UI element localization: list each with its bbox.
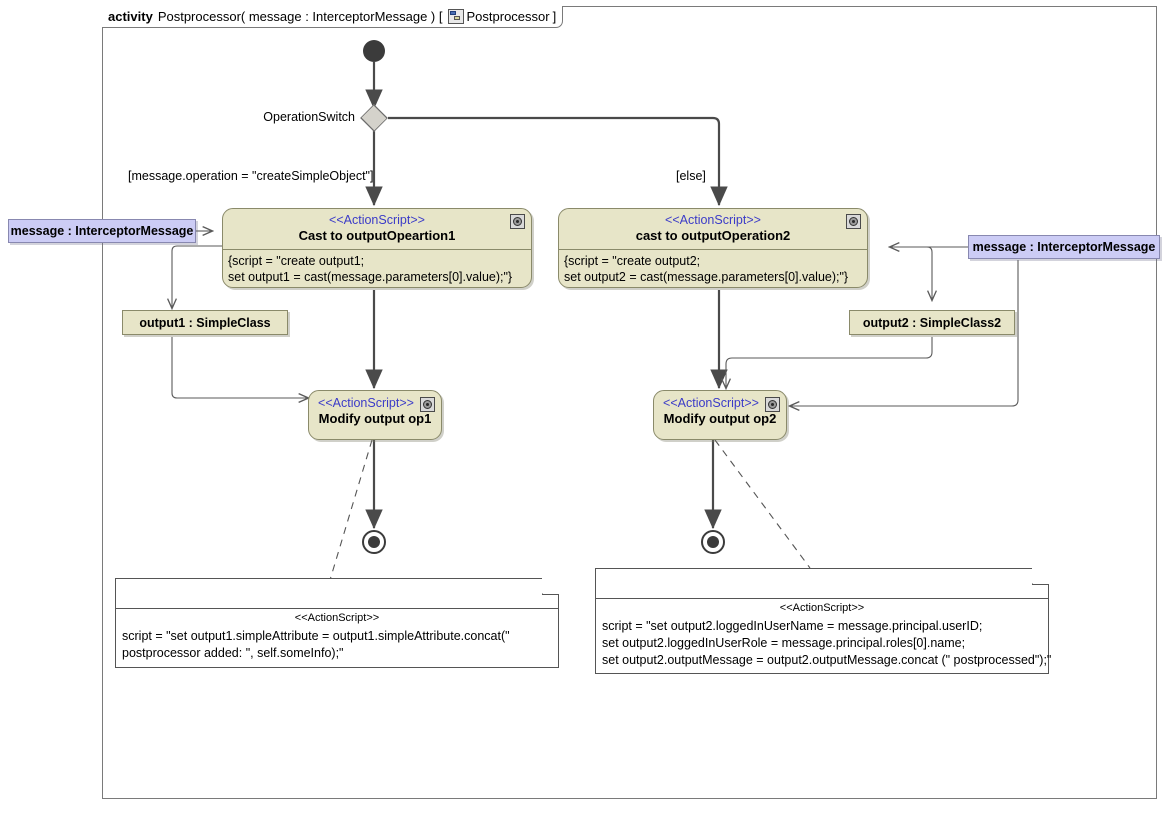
action-name: Modify output op2 (663, 411, 777, 426)
activity-frame-header: activity Postprocessor( message : Interc… (102, 6, 564, 28)
action-script-icon (765, 397, 780, 412)
note-stereotype: <<ActionScript>> (294, 612, 380, 624)
object-node-output2[interactable]: output2 : SimpleClass2 (849, 310, 1015, 335)
action-body-script: {script = "create output1; set output1 =… (223, 249, 531, 287)
guard-right: [else] (676, 169, 706, 183)
action-body-script: {script = "create output2; set output2 =… (559, 249, 867, 287)
action-script-icon (420, 397, 435, 412)
object-node-message-right[interactable]: message : InterceptorMessage (968, 235, 1160, 259)
activity-diagram-name: Postprocessor (466, 9, 550, 24)
class-diagram-icon (447, 9, 464, 24)
action-name: Cast to outputOpeartion1 (298, 228, 456, 243)
activity-close-bracket: ] (552, 9, 557, 24)
note-divider (596, 598, 1048, 599)
action-stereotype: <<ActionScript>> (663, 396, 759, 410)
note-top-spacer (116, 579, 558, 608)
action-stereotype: <<ActionScript>> (318, 396, 414, 410)
decision-node[interactable] (360, 104, 388, 132)
note-stereotype: <<ActionScript>> (779, 602, 865, 614)
activity-final-node-right[interactable] (701, 530, 725, 554)
object-node-message-left[interactable]: message : InterceptorMessage (8, 219, 196, 243)
note-fold-icon (542, 577, 559, 595)
activity-final-node-left[interactable] (362, 530, 386, 554)
action-name: cast to outputOperation2 (635, 228, 791, 243)
note-divider (116, 608, 558, 609)
note-fold-icon (1032, 567, 1049, 585)
object-node-output1[interactable]: output1 : SimpleClass (122, 310, 288, 335)
action-cast-to-output-operation1[interactable]: <<ActionScript>> Cast to outputOpeartion… (222, 208, 532, 288)
note-text: script = "set output1.simpleAttribute = … (122, 629, 510, 660)
guard-left: [message.operation = "createSimpleObject… (128, 169, 374, 183)
action-script-icon (510, 214, 525, 229)
activity-frame (102, 6, 1157, 799)
action-name: Modify output op1 (318, 411, 432, 426)
note-top-spacer (596, 569, 1048, 598)
action-script-icon (846, 214, 861, 229)
note-actionscript-op1[interactable]: <<ActionScript>> script = "set output1.s… (115, 577, 559, 668)
action-stereotype: <<ActionScript>> (665, 213, 761, 227)
decision-label: OperationSwitch (263, 110, 355, 124)
activity-signature: Postprocessor( message : InterceptorMess… (157, 9, 443, 24)
action-modify-output-op1[interactable]: <<ActionScript>> Modify output op1 (308, 390, 442, 440)
initial-node[interactable] (363, 40, 385, 62)
activity-keyword: activity (108, 9, 153, 24)
action-modify-output-op2[interactable]: <<ActionScript>> Modify output op2 (653, 390, 787, 440)
action-cast-to-output-operation2[interactable]: <<ActionScript>> cast to outputOperation… (558, 208, 868, 288)
note-actionscript-op2[interactable]: <<ActionScript>> script = "set output2.l… (595, 567, 1052, 674)
action-stereotype: <<ActionScript>> (329, 213, 425, 227)
note-text: script = "set output2.loggedInUserName =… (602, 619, 1052, 667)
